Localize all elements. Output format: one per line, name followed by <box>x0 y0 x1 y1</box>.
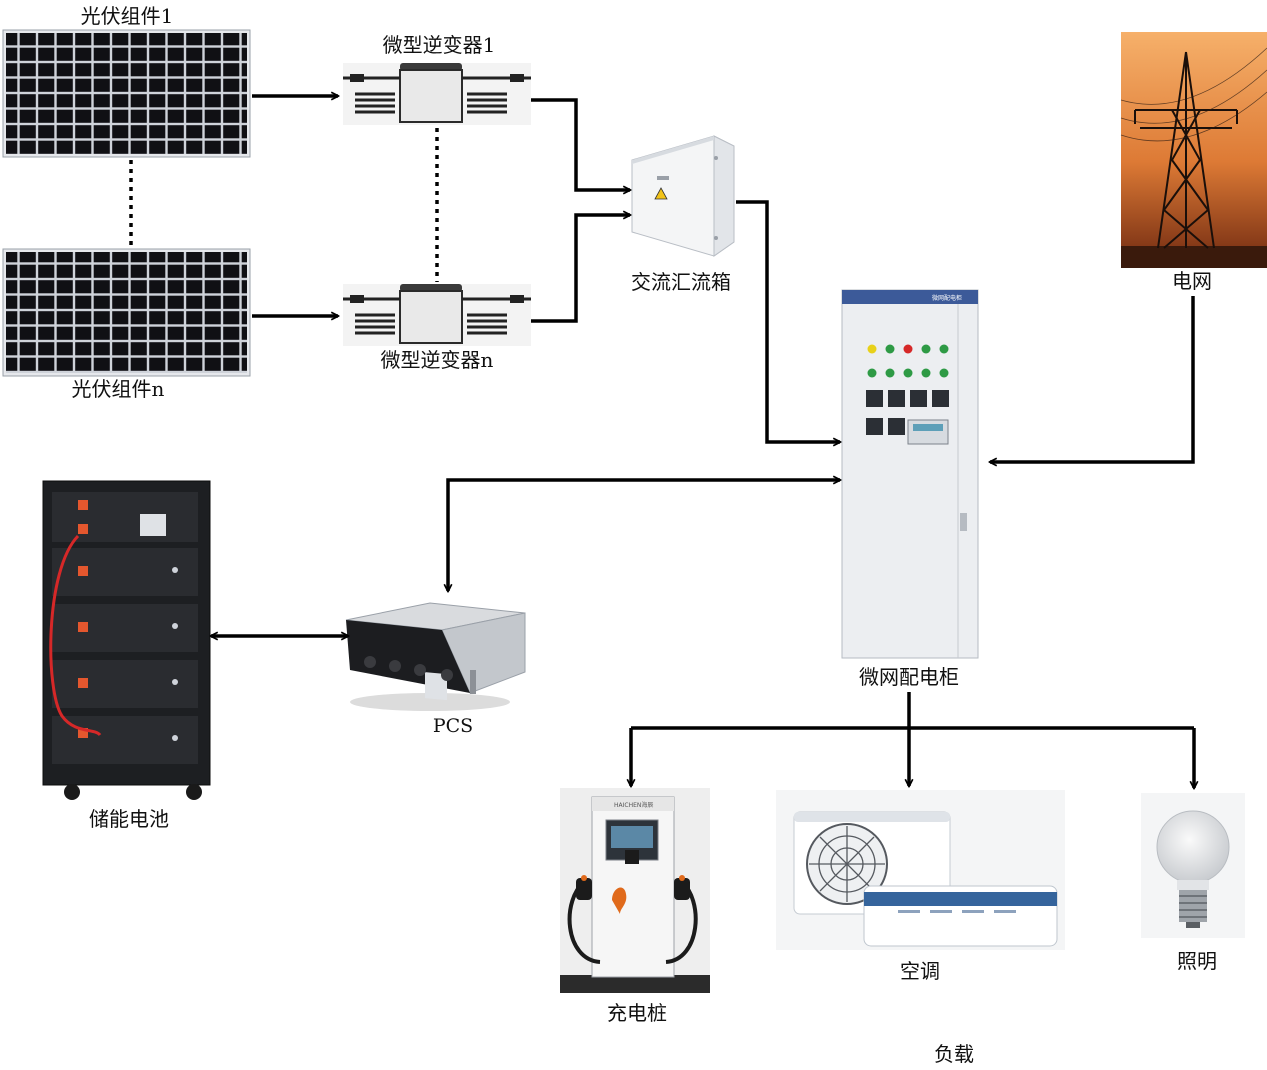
storage-battery-icon <box>42 480 211 800</box>
light-bulb-icon <box>1141 793 1245 938</box>
ac-combiner-box-icon <box>631 135 735 257</box>
storage-battery-label: 储能电池 <box>89 807 169 831</box>
micro-inverter-1-icon <box>343 63 531 125</box>
micro-inverter-1-label: 微型逆变器1 <box>383 33 496 57</box>
ac-combiner-box-label: 交流汇流箱 <box>631 270 731 294</box>
cabinet-header-text: 微网配电柜 <box>932 294 962 302</box>
micro-inverter-n-label: 微型逆变器n <box>381 348 494 372</box>
arrow-combiner-to-cabinet <box>736 200 840 442</box>
charging-pile-icon: HAICHEN海辰 <box>560 788 710 993</box>
pcs-label: PCS <box>433 715 473 737</box>
pv-module-n-icon <box>2 248 251 377</box>
power-grid-icon <box>1120 32 1267 268</box>
air-conditioner-label: 空调 <box>900 959 940 983</box>
pv-module-1-label: 光伏组件1 <box>81 4 174 28</box>
micro-inverter-n-icon <box>343 284 531 346</box>
arrow-cabinet-pcs-bidirectional <box>448 480 840 591</box>
load-label: 负载 <box>934 1042 974 1066</box>
air-conditioner-icon <box>776 790 1065 950</box>
lighting-label: 照明 <box>1177 949 1217 973</box>
arrow-invertern-to-combiner <box>531 215 630 323</box>
pv-module-1-icon <box>2 29 251 158</box>
microgrid-cabinet-label: 微网配电柜 <box>859 665 959 689</box>
charger-brand-text: HAICHEN海辰 <box>614 801 653 809</box>
pcs-icon <box>345 602 526 711</box>
arrow-inverter1-to-combiner <box>531 98 630 190</box>
connector-lines <box>211 96 1194 788</box>
arrow-grid-to-cabinet <box>990 296 1195 462</box>
microgrid-cabinet-icon: 微网配电柜 <box>841 289 979 659</box>
grid-label: 电网 <box>1172 269 1212 293</box>
pv-module-n-label: 光伏组件n <box>72 377 165 401</box>
charging-pile-label: 充电桩 <box>607 1001 667 1025</box>
